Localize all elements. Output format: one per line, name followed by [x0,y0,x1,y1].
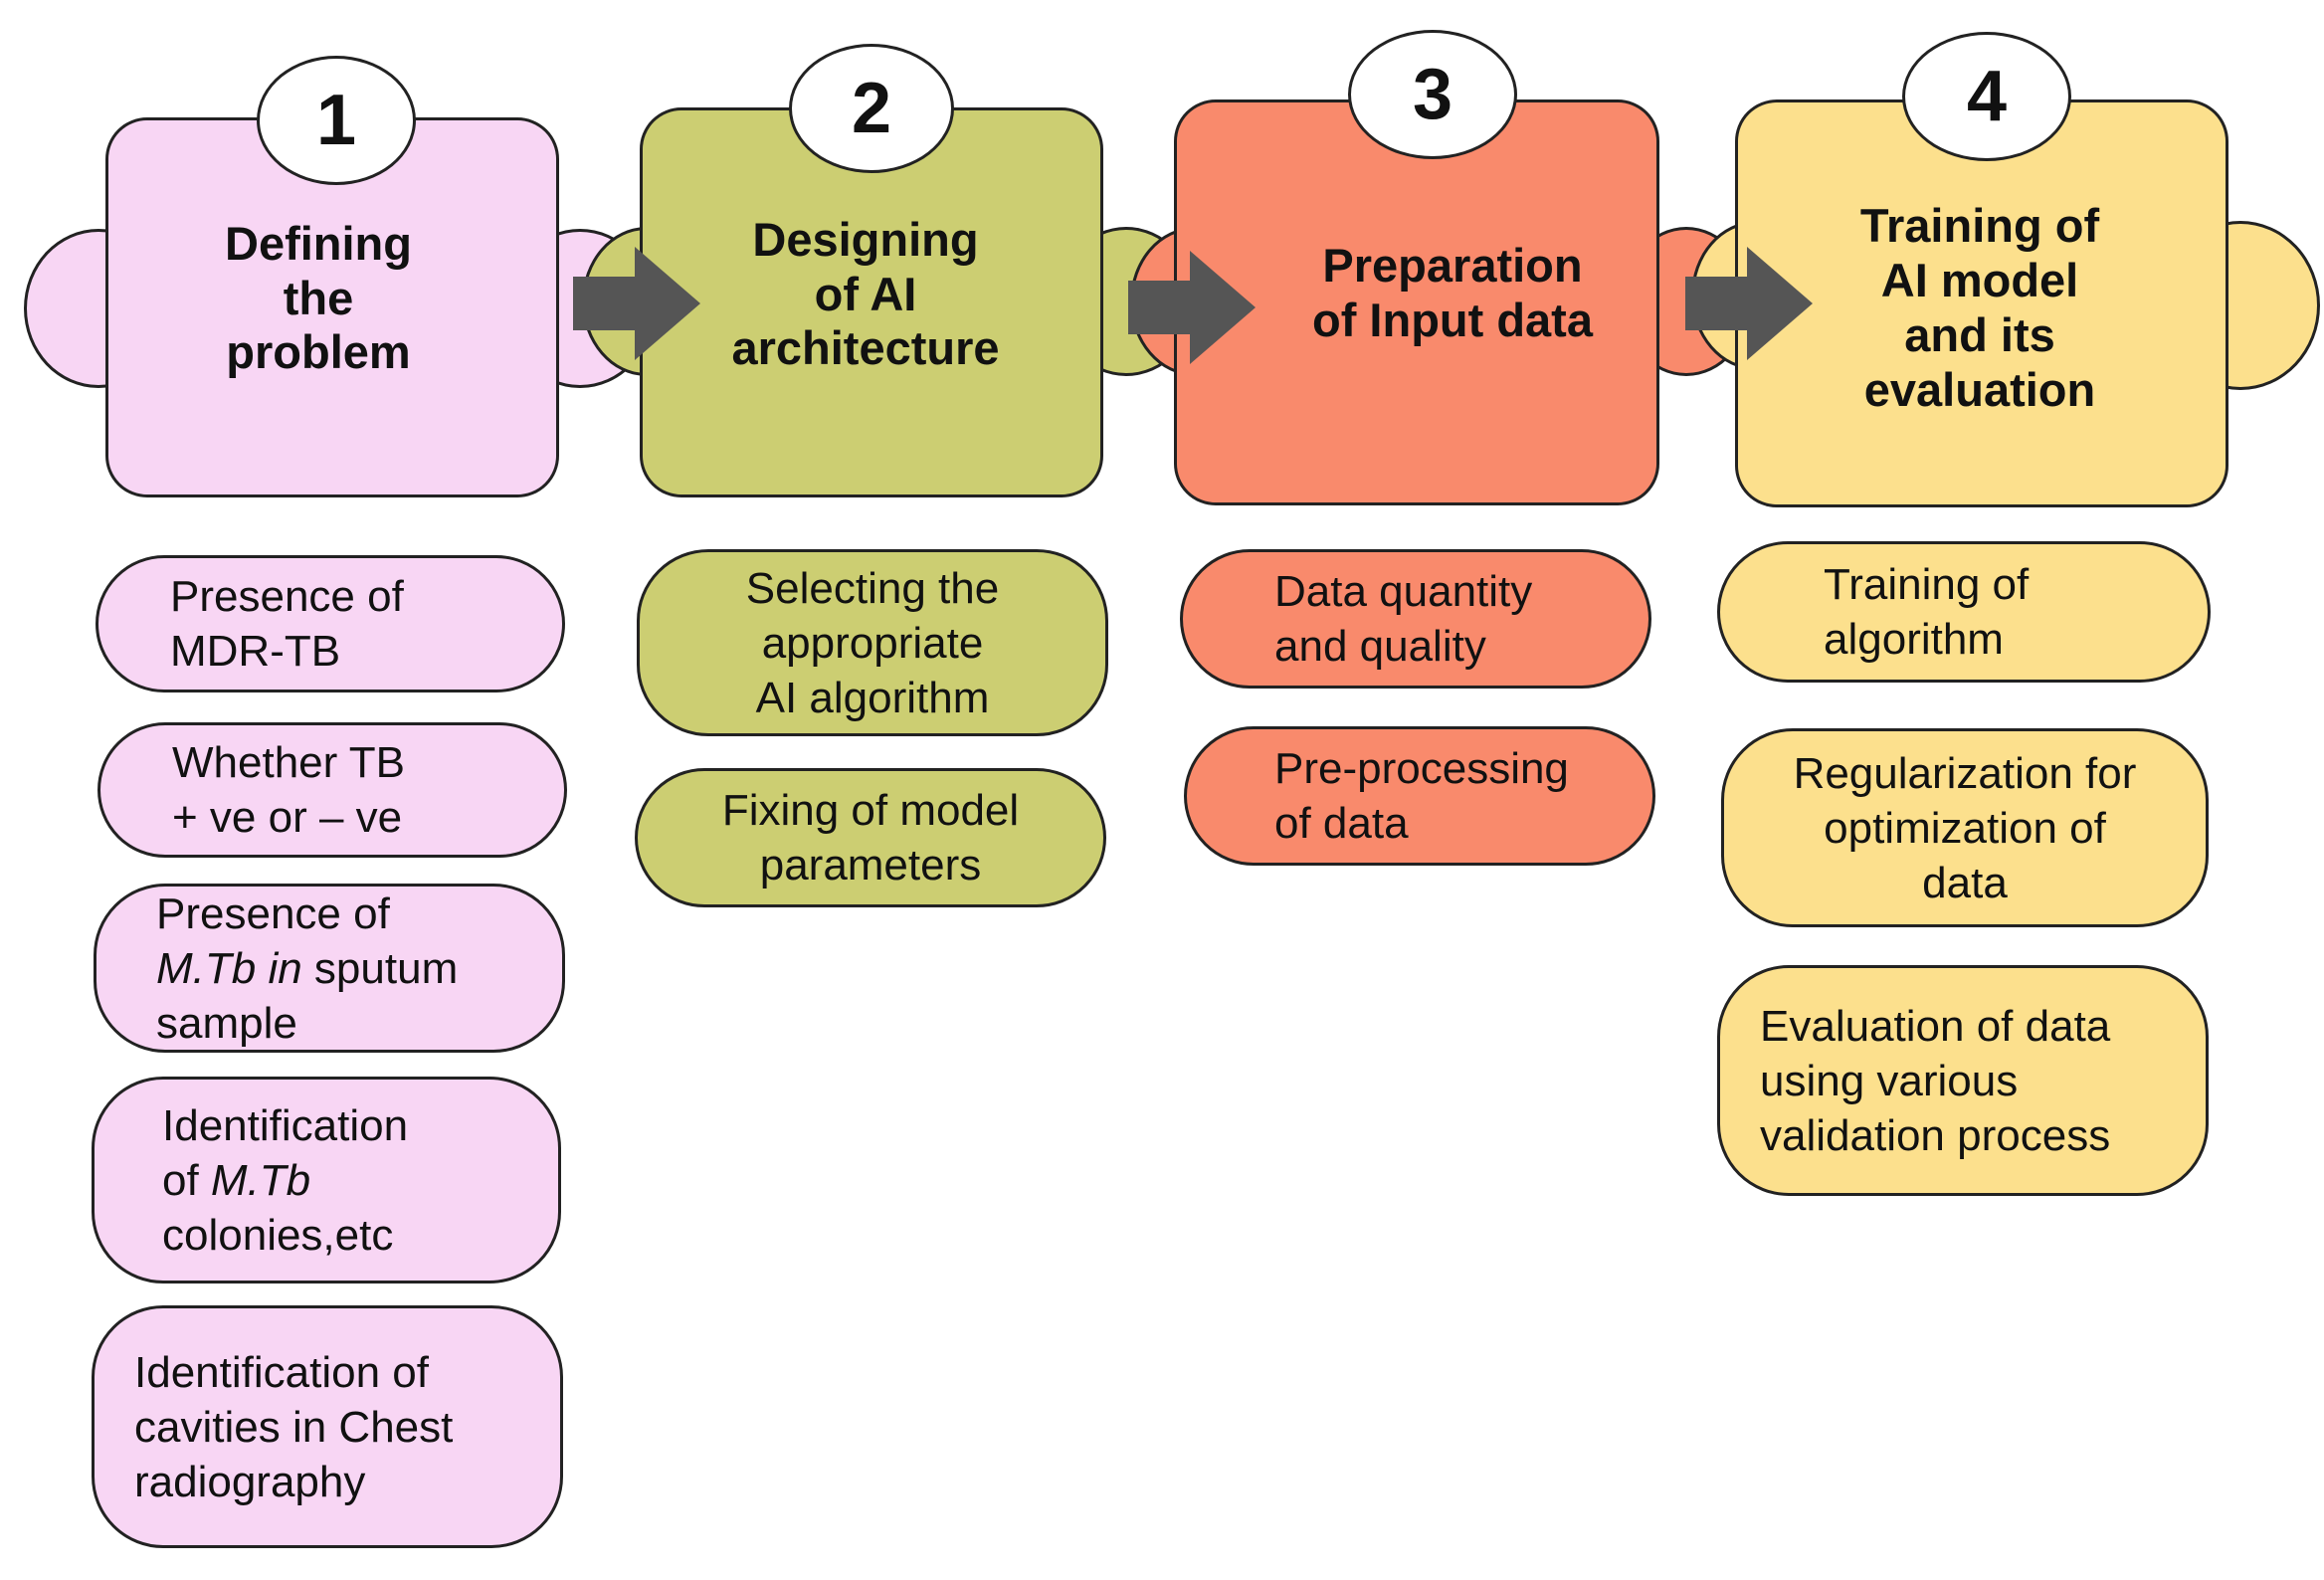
step-3-item-data-quantity-quality: Data quantity and quality [1180,549,1651,689]
step-2-number: 2 [851,69,892,148]
step-1-item-identification-colonies: Identification of M.Tb colonies,etc [92,1077,561,1284]
step-3-number-badge: 3 [1348,30,1517,159]
step-1-title: Defining the problem [225,216,412,379]
step-4-number-badge: 4 [1902,32,2071,161]
step-1-item-presence-mdr-tb: Presence of MDR-TB [96,555,565,692]
step-3-number: 3 [1412,55,1453,134]
step-4-item-training-algorithm: Training of algorithm [1717,541,2211,683]
step-2-item-select-algorithm: Selecting the appropriate AI algorithm [637,549,1108,736]
step-1-item-mtb-in-sputum: Presence of M.Tb in sputum sample [94,884,565,1053]
arrow-3-to-4 [1685,247,1813,360]
step-3-title: Preparation of Input data [1312,239,1593,346]
step-1-item-tb-positive-negative: Whether TB + ve or – ve [97,722,567,858]
step-3-box-cover [1177,102,1656,502]
step-2-item-fix-parameters: Fixing of model parameters [635,768,1106,907]
step-4-number: 4 [1966,57,2008,136]
step-3-item-pre-processing: Pre-processing of data [1184,726,1655,866]
step-2-number-badge: 2 [789,44,954,173]
step-4-item-regularization: Regularization for optimization of data [1721,728,2209,927]
step-2-box-cover [643,110,1100,494]
step-2-title: Designing of AI architecture [731,212,1000,375]
step-1-item-chest-radiography: Identification of cavities in Chest radi… [92,1305,563,1548]
arrow-1-to-2 [573,247,700,360]
step-4-box-cover [1738,102,2226,504]
step-4-title: Training of AI model and its evaluation [1859,199,2100,416]
arrow-2-to-3 [1128,251,1256,364]
step-4-item-evaluation-validation: Evaluation of data using various validat… [1717,965,2209,1196]
step-1-number: 1 [315,81,357,160]
step-1-number-badge: 1 [257,56,416,185]
